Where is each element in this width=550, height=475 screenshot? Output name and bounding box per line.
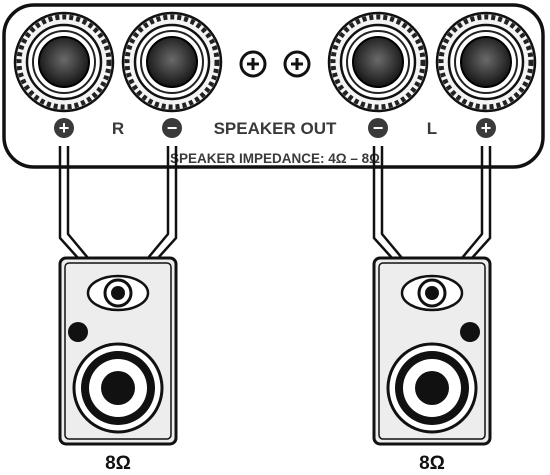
speaker-left-impedance: 8Ω <box>419 453 445 474</box>
speaker-out-label: SPEAKER OUT <box>214 119 337 138</box>
svg-text:+: + <box>481 118 492 138</box>
screw-icon <box>239 50 267 78</box>
binding-post-right-negative[interactable] <box>121 11 223 113</box>
channel-label-left: L <box>427 119 437 138</box>
speaker-right-impedance: 8Ω <box>105 453 131 474</box>
plus-icon: + <box>476 118 496 138</box>
screw-icon <box>283 50 311 78</box>
impedance-note: SPEAKER IMPEDANCE: 4Ω – 8Ω <box>170 151 380 166</box>
minus-icon: − <box>368 118 388 138</box>
binding-post-left-negative[interactable] <box>327 11 429 113</box>
svg-text:−: − <box>167 118 178 138</box>
bass-port <box>68 322 88 342</box>
speaker-left <box>372 256 492 446</box>
bass-port <box>460 322 480 342</box>
binding-post-right-positive[interactable] <box>13 11 115 113</box>
svg-text:+: + <box>59 118 70 138</box>
binding-post-left-positive[interactable] <box>435 11 537 113</box>
speaker-right <box>58 256 178 446</box>
cable-right-speaker <box>58 146 178 259</box>
channel-label-right: R <box>112 119 124 138</box>
cable-left-speaker <box>372 146 492 259</box>
minus-icon: − <box>162 118 182 138</box>
plus-icon: + <box>54 118 74 138</box>
svg-text:−: − <box>373 118 384 138</box>
